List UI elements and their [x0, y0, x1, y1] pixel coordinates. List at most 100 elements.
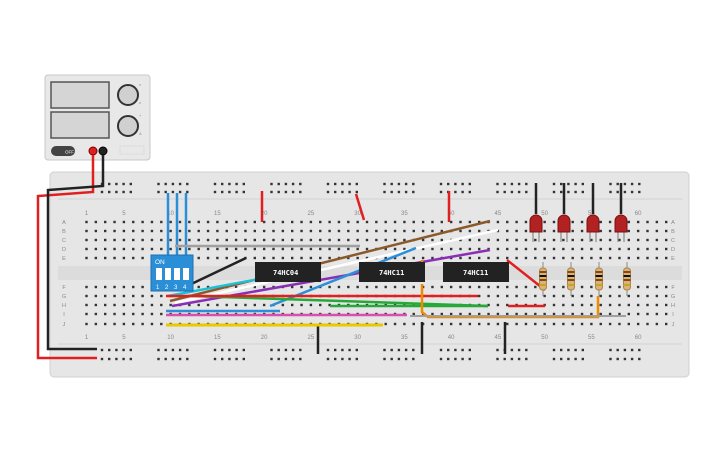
- breadboard-hole[interactable]: [206, 220, 210, 224]
- breadboard-hole[interactable]: [636, 285, 640, 289]
- breadboard-hole[interactable]: [234, 285, 238, 289]
- rail-hole[interactable]: [397, 190, 401, 194]
- breadboard-hole[interactable]: [160, 322, 163, 326]
- breadboard-hole[interactable]: [178, 229, 182, 233]
- breadboard-hole[interactable]: [534, 256, 537, 260]
- breadboard-hole[interactable]: [580, 220, 584, 224]
- breadboard-hole[interactable]: [562, 238, 565, 242]
- breadboard-hole[interactable]: [216, 220, 219, 224]
- breadboard-hole[interactable]: [94, 238, 98, 242]
- breadboard-hole[interactable]: [300, 247, 303, 251]
- breadboard-hole[interactable]: [393, 229, 397, 233]
- breadboard-hole[interactable]: [468, 229, 472, 233]
- breadboard-hole[interactable]: [393, 285, 397, 289]
- rail-hole[interactable]: [439, 357, 443, 361]
- rail-hole[interactable]: [348, 357, 351, 361]
- breadboard-hole[interactable]: [665, 303, 668, 307]
- breadboard-hole[interactable]: [94, 294, 98, 298]
- breadboard-hole[interactable]: [206, 285, 210, 289]
- breadboard-hole[interactable]: [552, 256, 556, 260]
- breadboard-hole[interactable]: [534, 238, 537, 242]
- breadboard-hole[interactable]: [571, 220, 574, 224]
- breadboard-hole[interactable]: [478, 322, 481, 326]
- rail-hole[interactable]: [412, 348, 415, 352]
- breadboard-hole[interactable]: [440, 247, 443, 251]
- breadboard-hole[interactable]: [85, 312, 88, 316]
- rail-hole[interactable]: [397, 182, 401, 186]
- breadboard-hole[interactable]: [365, 220, 369, 224]
- breadboard-hole[interactable]: [646, 247, 649, 251]
- power-supply[interactable]: v v + A OFF: [44, 74, 151, 161]
- breadboard-hole[interactable]: [216, 229, 219, 233]
- breadboard-hole[interactable]: [478, 294, 481, 298]
- breadboard-hole[interactable]: [515, 322, 518, 326]
- rail-hole[interactable]: [115, 190, 118, 194]
- rail-hole[interactable]: [291, 190, 295, 194]
- rail-hole[interactable]: [213, 182, 217, 186]
- breadboard-hole[interactable]: [375, 238, 378, 242]
- breadboard-hole[interactable]: [356, 220, 359, 224]
- breadboard-hole[interactable]: [655, 294, 659, 298]
- breadboard-hole[interactable]: [543, 256, 546, 260]
- breadboard-hole[interactable]: [253, 303, 256, 307]
- breadboard-hole[interactable]: [393, 238, 397, 242]
- breadboard-hole[interactable]: [272, 229, 275, 233]
- rail-hole[interactable]: [447, 348, 450, 352]
- rail-hole[interactable]: [299, 190, 302, 194]
- breadboard-hole[interactable]: [552, 322, 556, 326]
- breadboard-hole[interactable]: [599, 322, 602, 326]
- breadboard-hole[interactable]: [403, 247, 406, 251]
- breadboard-hole[interactable]: [384, 247, 387, 251]
- breadboard-hole[interactable]: [655, 256, 659, 260]
- rail-hole[interactable]: [390, 348, 393, 352]
- breadboard-hole[interactable]: [580, 229, 584, 233]
- rail-hole[interactable]: [235, 357, 238, 361]
- rail-hole[interactable]: [574, 182, 577, 186]
- rail-hole[interactable]: [609, 190, 612, 194]
- rail-hole[interactable]: [221, 357, 224, 361]
- rail-hole[interactable]: [326, 182, 330, 186]
- breadboard-hole[interactable]: [590, 294, 593, 298]
- breadboard-hole[interactable]: [655, 238, 659, 242]
- breadboard-hole[interactable]: [665, 312, 668, 316]
- rail-hole[interactable]: [235, 190, 238, 194]
- breadboard-hole[interactable]: [627, 238, 630, 242]
- rail-hole[interactable]: [630, 182, 634, 186]
- breadboard-hole[interactable]: [562, 285, 565, 289]
- breadboard-hole[interactable]: [104, 312, 107, 316]
- breadboard-hole[interactable]: [580, 303, 584, 307]
- breadboard-hole[interactable]: [272, 256, 275, 260]
- breadboard-hole[interactable]: [506, 229, 509, 233]
- breadboard-hole[interactable]: [478, 312, 481, 316]
- breadboard-hole[interactable]: [515, 294, 518, 298]
- breadboard-hole[interactable]: [216, 303, 219, 307]
- rail-hole[interactable]: [404, 357, 408, 361]
- rail-hole[interactable]: [277, 182, 280, 186]
- breadboard-hole[interactable]: [431, 229, 434, 233]
- red-led[interactable]: [614, 214, 628, 233]
- breadboard-hole[interactable]: [449, 220, 453, 224]
- breadboard-hole[interactable]: [94, 285, 98, 289]
- breadboard-hole[interactable]: [496, 238, 500, 242]
- rail-hole[interactable]: [122, 190, 125, 194]
- breadboard-hole[interactable]: [319, 303, 322, 307]
- breadboard-hole[interactable]: [627, 322, 630, 326]
- breadboard-hole[interactable]: [225, 303, 228, 307]
- breadboard-hole[interactable]: [543, 229, 546, 233]
- breadboard-hole[interactable]: [328, 256, 331, 260]
- breadboard-hole[interactable]: [590, 285, 593, 289]
- rail-hole[interactable]: [390, 182, 393, 186]
- rail-hole[interactable]: [270, 348, 273, 352]
- breadboard-hole[interactable]: [272, 238, 275, 242]
- breadboard-hole[interactable]: [300, 256, 303, 260]
- breadboard-hole[interactable]: [571, 294, 574, 298]
- breadboard-hole[interactable]: [188, 247, 191, 251]
- signal-wire-black[interactable]: [184, 256, 247, 289]
- rail-hole[interactable]: [348, 182, 351, 186]
- breadboard-hole[interactable]: [347, 256, 350, 260]
- breadboard-hole[interactable]: [571, 312, 574, 316]
- breadboard-hole[interactable]: [141, 238, 144, 242]
- breadboard-hole[interactable]: [85, 247, 88, 251]
- breadboard-hole[interactable]: [393, 256, 397, 260]
- rail-hole[interactable]: [164, 357, 167, 361]
